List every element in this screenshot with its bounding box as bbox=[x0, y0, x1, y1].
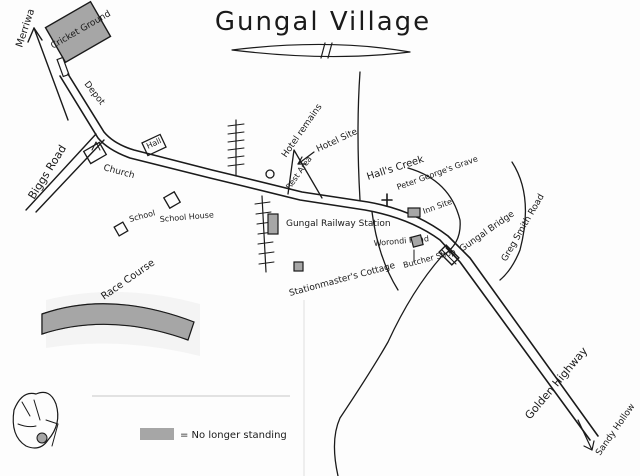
gungal-bridge-marker bbox=[438, 244, 460, 266]
sandy-hollow-arrow-line bbox=[577, 419, 593, 451]
hall-label: Hall bbox=[145, 136, 163, 151]
railway-sleepers-north bbox=[227, 123, 245, 167]
sandy-hollow-arrow-icon bbox=[583, 440, 595, 451]
biggs-road-line bbox=[25, 133, 97, 211]
railway-station-block bbox=[267, 213, 279, 235]
title-underline-flourish bbox=[231, 43, 411, 58]
depot-marker bbox=[56, 56, 70, 78]
title-flourish-ticks bbox=[320, 42, 333, 59]
biggs-road-edge bbox=[35, 139, 105, 213]
greg-smith-road-line bbox=[499, 161, 527, 281]
cricket-ground-block bbox=[44, 0, 112, 64]
bushranger-sketch-icon bbox=[12, 391, 59, 449]
legend-text: = No longer standing bbox=[180, 430, 287, 441]
bridge-hatch bbox=[441, 247, 461, 265]
rest-area-outline bbox=[287, 149, 323, 199]
church-roof-icon bbox=[91, 141, 101, 151]
inn-site-block bbox=[407, 207, 421, 218]
stationmasters-cottage-block bbox=[293, 261, 304, 272]
hotel-site-label: Hotel Site bbox=[315, 127, 360, 155]
legend-swatch bbox=[140, 428, 174, 440]
hall-building bbox=[141, 133, 167, 157]
main-road-edge bbox=[67, 73, 599, 437]
church-label: Church bbox=[102, 163, 135, 181]
railway-sleepers-south bbox=[254, 201, 275, 265]
grave-cross-icon bbox=[381, 193, 393, 207]
halls-creek-line bbox=[333, 167, 461, 476]
church-building bbox=[82, 141, 108, 165]
school-building bbox=[113, 221, 129, 237]
map-title: Gungal Village bbox=[215, 7, 431, 37]
school-label: School bbox=[128, 208, 156, 224]
railway-track-south bbox=[261, 195, 267, 273]
stationmasters-cottage-label: Stationmaster's Cottage bbox=[288, 261, 397, 299]
merriwa-arrow-icon bbox=[27, 27, 43, 43]
greg-smith-road-label: Greg Smith Road bbox=[500, 192, 547, 263]
main-road-line bbox=[59, 75, 591, 441]
hotel-remains-marker bbox=[265, 169, 275, 179]
school-house-building bbox=[162, 190, 182, 210]
rest-area-label: Rest Area bbox=[284, 154, 313, 191]
merriwa-road-line bbox=[33, 27, 69, 121]
race-course-track-top bbox=[41, 303, 195, 341]
sandy-hollow-label: Sandy Hollow bbox=[594, 402, 637, 458]
school-house-label: School House bbox=[159, 210, 214, 224]
inn-site-label: Inn Site bbox=[422, 197, 454, 216]
railway-station-label: Gungal Railway Station bbox=[286, 219, 391, 229]
halls-creek-north-line bbox=[357, 71, 361, 201]
biggs-road-label: Biggs Road bbox=[26, 143, 70, 202]
butcher-shop-block bbox=[410, 234, 424, 248]
worondi-road-line bbox=[371, 211, 399, 291]
